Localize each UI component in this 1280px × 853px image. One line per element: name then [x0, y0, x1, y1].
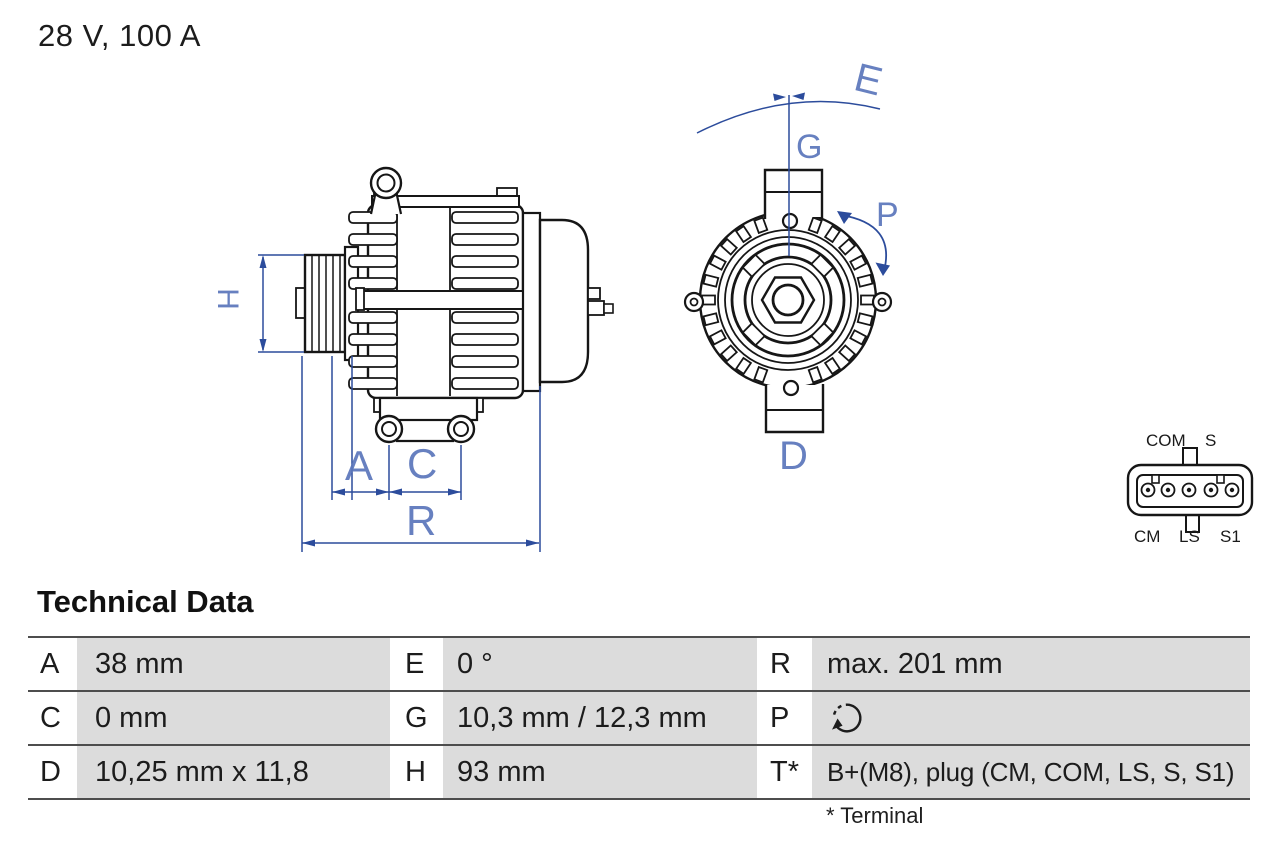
spec-key-a: A	[28, 638, 77, 690]
alternator-front-view-drawing	[683, 92, 893, 434]
spec-key-r: R	[757, 638, 812, 690]
spec-key-h: H	[390, 746, 443, 798]
page-title: 28 V, 100 A	[38, 18, 201, 53]
spec-key-c: C	[28, 692, 77, 744]
spec-value-e: 0 °	[443, 638, 757, 690]
dimension-label-a: A	[345, 442, 374, 489]
spec-value-r: max. 201 mm	[812, 638, 1250, 690]
technical-drawing	[258, 92, 1254, 552]
spec-value-p-rotation	[812, 692, 1250, 744]
spec-value-d: 10,25 mm x 11,8	[77, 746, 390, 798]
spec-key-p: P	[757, 692, 812, 744]
dimension-label-r: R	[406, 497, 437, 544]
spec-key-t: T*	[757, 746, 812, 798]
spec-key-d: D	[28, 746, 77, 798]
terminal-footnote: * Terminal	[826, 803, 924, 828]
spec-value-a: 38 mm	[77, 638, 390, 690]
spec-value-g: 10,3 mm / 12,3 mm	[443, 692, 757, 744]
connector-pin-label-com: COM	[1146, 431, 1186, 450]
dimension-label-c: C	[407, 440, 438, 487]
plug-connector-drawing	[1126, 447, 1254, 533]
dimension-label-g: G	[796, 128, 823, 166]
alternator-side-view-drawing	[258, 166, 614, 552]
dimension-label-h: H	[210, 288, 244, 310]
connector-pin-label-ls: LS	[1179, 527, 1200, 546]
section-heading: Technical Data	[37, 584, 254, 619]
table-row: D 10,25 mm x 11,8 H 93 mm T* B+(M8), plu…	[28, 746, 1250, 800]
rotation-direction-icon	[832, 703, 862, 733]
connector-pin-label-cm: CM	[1134, 527, 1161, 546]
technical-data-table: A 38 mm E 0 ° R max. 201 mm C 0 mm G 10,…	[28, 636, 1250, 800]
connector-pin-label-s1: S1	[1220, 527, 1241, 546]
connector-pin-label-s: S	[1205, 431, 1217, 450]
spec-value-c: 0 mm	[77, 692, 390, 744]
spec-value-t: B+(M8), plug (CM, COM, LS, S, S1)	[812, 746, 1250, 798]
dimension-label-p: P	[876, 196, 899, 234]
table-row: A 38 mm E 0 ° R max. 201 mm	[28, 638, 1250, 692]
dimension-label-d: D	[779, 434, 808, 478]
spec-key-e: E	[390, 638, 443, 690]
table-row: C 0 mm G 10,3 mm / 12,3 mm P	[28, 692, 1250, 746]
spec-value-h: 93 mm	[443, 746, 757, 798]
spec-key-g: G	[390, 692, 443, 744]
